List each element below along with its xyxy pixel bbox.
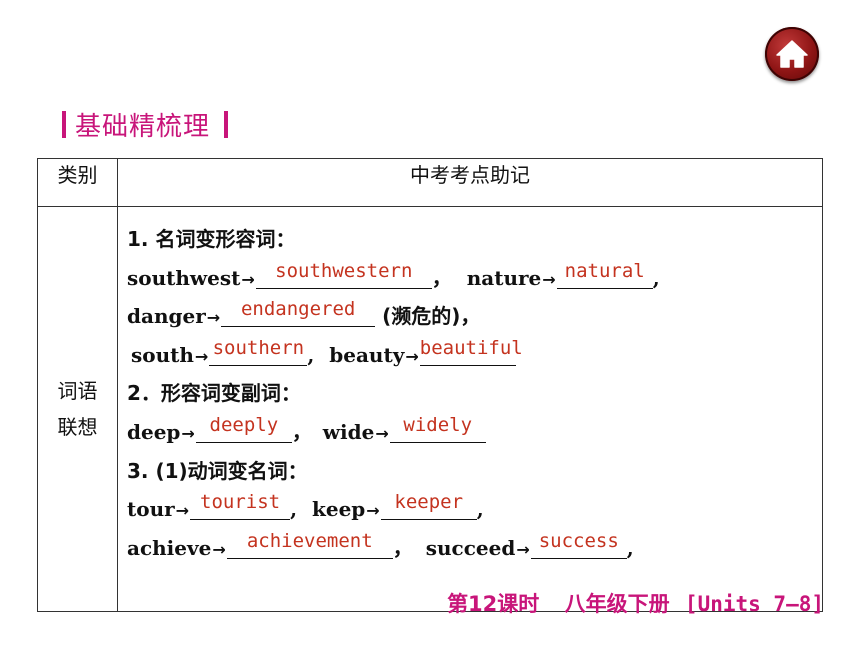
footer-lesson-info: 第12课时 八年级下册 [Units 7—8] — [447, 588, 824, 618]
blank-south[interactable]: southern — [209, 337, 308, 366]
line-deep-wide: deep→deeply， wide→widely — [127, 413, 822, 452]
table-row: 词语 联想 1. 名词变形容词： southwest→southwestern，… — [37, 206, 823, 612]
section-title: 基础精梳理 — [62, 108, 229, 142]
word-wide: wide — [322, 419, 375, 444]
title-bar-left — [62, 110, 66, 138]
word-succeed: succeed — [425, 535, 516, 560]
heading-verbs-to-nouns: 3. (1)动词变名词： — [127, 458, 308, 483]
footer-units: [Units 7—8] — [684, 592, 824, 616]
arrow-icon: → — [375, 423, 389, 443]
line-achieve-succeed: achieve→achievement， succeed→success, — [127, 529, 822, 568]
footer-grade: 八年级下册 — [564, 592, 670, 616]
arrow-icon: → — [405, 346, 419, 366]
word-beauty: beauty — [329, 342, 405, 367]
home-button[interactable] — [765, 27, 819, 81]
answer-keeper: keeper — [394, 491, 464, 514]
header-content: 中考考点助记 — [117, 158, 823, 207]
arrow-icon: → — [212, 539, 226, 559]
word-southwest: southwest — [127, 265, 241, 290]
category-line-1: 词语 — [57, 379, 98, 403]
blank-achieve[interactable]: achievement — [226, 530, 393, 559]
word-south: south — [131, 342, 194, 367]
arrow-icon: → — [366, 501, 380, 521]
arrow-icon: → — [516, 539, 530, 559]
section-title-text: 基础精梳理 — [75, 111, 211, 142]
blank-nature[interactable]: natural — [556, 260, 653, 289]
word-keep: keep — [312, 497, 366, 522]
category-line-2: 联想 — [57, 415, 98, 439]
content-cell: 1. 名词变形容词： southwest→southwestern， natur… — [117, 206, 823, 612]
line-southwest-nature: southwest→southwestern， nature→natural, — [127, 259, 822, 298]
footer-lesson: 第12课时 — [447, 592, 540, 616]
answer-achievement: achievement — [246, 529, 373, 552]
arrow-icon: → — [206, 308, 221, 328]
word-danger: danger — [127, 304, 206, 329]
blank-tour[interactable]: tourist — [190, 491, 291, 521]
title-bar-right — [224, 110, 229, 138]
blank-wide[interactable]: widely — [389, 414, 486, 443]
word-tour: tour — [127, 497, 175, 522]
category-cell: 词语 联想 — [37, 206, 118, 612]
answer-beautiful: beautiful — [419, 336, 523, 359]
heading-adjectives-to-adverbs: 2．形容词变副词： — [127, 381, 301, 406]
blank-beauty[interactable]: beautiful — [419, 337, 523, 366]
blank-danger[interactable]: endangered — [221, 298, 376, 328]
home-icon — [776, 40, 808, 68]
blank-southwest[interactable]: southwestern — [255, 260, 432, 289]
arrow-icon: → — [194, 346, 209, 366]
arrow-icon: → — [241, 269, 255, 289]
word-nature: nature — [466, 265, 542, 290]
answer-southwestern: southwestern — [275, 259, 413, 282]
answer-tourist: tourist — [200, 491, 281, 514]
answer-widely: widely — [403, 413, 473, 436]
answer-natural: natural — [564, 259, 645, 282]
answer-southern: southern — [212, 336, 305, 359]
note-endangered: (濒危的)， — [382, 304, 481, 329]
blank-deep[interactable]: deeply — [195, 414, 292, 443]
line-tour-keep: tour→tourist, keep→keeper, — [127, 490, 822, 529]
word-deep: deep — [127, 419, 181, 444]
answer-deeply: deeply — [209, 413, 279, 436]
header-category: 类别 — [37, 158, 118, 207]
answer-success: success — [538, 529, 619, 552]
word-achieve: achieve — [127, 535, 212, 560]
line-danger: danger→ endangered (濒危的)， — [127, 297, 822, 336]
answer-endangered: endangered — [240, 298, 356, 321]
arrow-icon: → — [542, 269, 556, 289]
blank-succeed[interactable]: success — [530, 530, 627, 559]
blank-keep[interactable]: keeper — [380, 491, 477, 521]
heading-nouns-to-adjectives: 1. 名词变形容词： — [127, 227, 296, 251]
arrow-icon: → — [181, 423, 195, 443]
line-south-beauty: south→southern, beauty→beautiful — [127, 336, 822, 375]
knowledge-table: 类别 中考考点助记 词语 联想 1. 名词变形容词： southwest→sou… — [37, 158, 823, 612]
table-header-row: 类别 中考考点助记 — [37, 158, 823, 207]
arrow-icon: → — [175, 501, 190, 521]
